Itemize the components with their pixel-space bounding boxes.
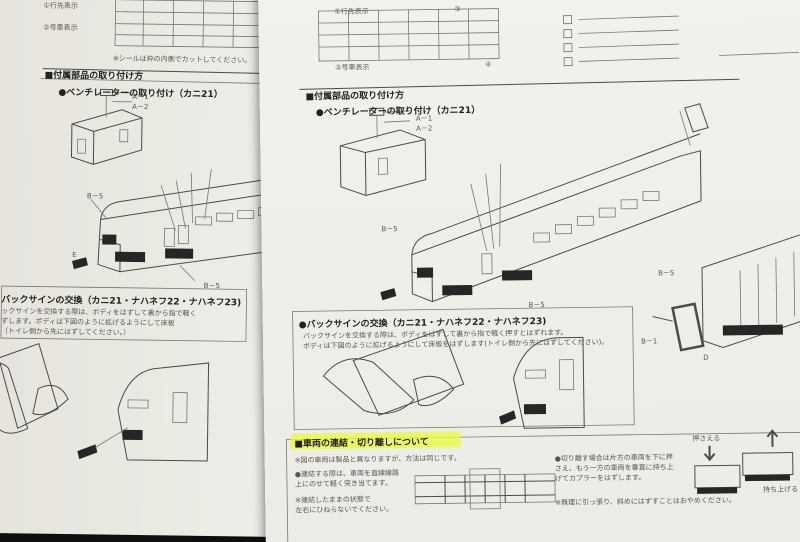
press-label: 押さえる (692, 434, 721, 443)
right-vent-a2: A－2 (415, 124, 433, 133)
right-instruction-sheet: ①行先表示 ②号車表示 ③ ④ ■付属部品の取り付け方 ●ベンチレーターの取り付… (258, 0, 800, 542)
right-label-b5b: B－5 (528, 300, 545, 310)
separate-line3: げてカプラーをはずします。 (554, 473, 646, 483)
coupling-line4: 左右にひねらないでください。 (295, 505, 394, 515)
right-legend-destination: ①行先表示 (334, 7, 369, 16)
right-legend-car-number: ②号車表示 (335, 63, 370, 72)
left-legend-destination: ①行先表示 (43, 1, 78, 11)
right-vent-a1: A－1 (415, 114, 433, 123)
right-label-b1: B－1 (640, 337, 658, 346)
right-section-title: ■付属部品の取り付け方 (305, 90, 405, 103)
left-instruction-sheet: ①行先表示 ②号車表示 ※シールは枠の内側でカットしてください。 ■付属部品の取… (0, 0, 304, 538)
right-label-b5a: B－5 (381, 225, 398, 234)
left-legend-car-number: ②号車表示 (43, 23, 78, 33)
left-section-title: ■付属部品の取り付け方 (44, 70, 144, 83)
left-back-line3: （トイレ側から先にはずしてください。） (0, 327, 131, 337)
right-sheet-drawings (285, 8, 800, 542)
coupling-title: ■車両の連結・切り離しについて (294, 437, 429, 450)
right-legend-d: ④ (485, 60, 492, 69)
left-vent-a1: A－1 (132, 92, 149, 102)
left-label-b5a: B－5 (86, 192, 104, 201)
left-label-b5b: B－5 (203, 281, 220, 291)
right-label-b5c: B－5 (658, 269, 675, 278)
right-legend-c: ③ (454, 5, 461, 14)
coupling-line2: 上にのせて軽く突き当てます。 (294, 479, 392, 489)
right-vent-title: ●ベンチレーターの取り付け（カニ21） (315, 105, 481, 119)
right-label-d: D (703, 353, 709, 362)
left-vent-a2: A－2 (132, 102, 149, 112)
lift-label: 持ち上げる (763, 485, 799, 494)
left-label-e: E (72, 251, 77, 260)
left-note-cut: ※シールは枠の内側でカットしてください。 (112, 54, 252, 65)
